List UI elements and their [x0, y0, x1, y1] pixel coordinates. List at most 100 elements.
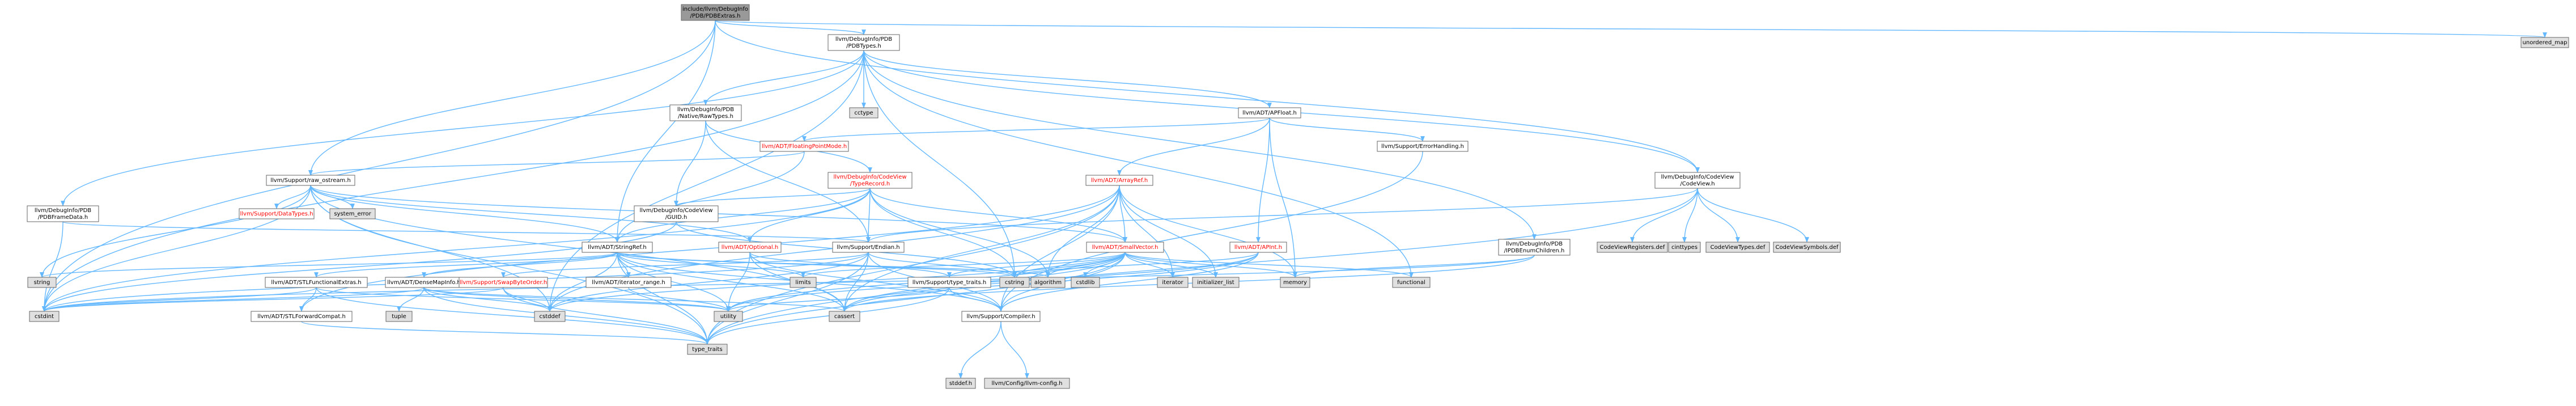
node-box [1498, 239, 1571, 256]
header-node-apint[interactable]: llvm/ADT/APInt.h [1229, 242, 1287, 253]
node-box [829, 311, 860, 322]
node-label: stddef.h [949, 380, 972, 387]
node-box [984, 378, 1070, 389]
node-label: cctype [854, 110, 873, 116]
header-node-pdbenumchildren[interactable]: llvm/DebugInfo/PDB/IPDBEnumChildren.h [1498, 239, 1571, 256]
include-edge [1269, 117, 1297, 278]
include-edge [863, 50, 1537, 240]
header-node-cstdint: cstdint [29, 311, 60, 322]
node-label: /IPDBEnumChildren.h [1504, 248, 1565, 254]
node-label: llvm/DebugInfo/PDB [835, 36, 892, 43]
node-label: utility [720, 314, 737, 320]
header-node-typetraits-h[interactable]: llvm/Support/type_traits.h [907, 277, 991, 288]
include-edge [299, 185, 1120, 312]
node-label: llvm/ADT/SmallVector.h [1092, 244, 1158, 251]
include-edge [310, 185, 355, 209]
include-edge [705, 188, 1698, 345]
include-edge [1124, 252, 1297, 278]
node-label: cstdint [35, 314, 54, 320]
node-label: llvm/DebugInfo/PDB [1506, 241, 1563, 247]
include-edge [62, 221, 871, 243]
node-box [2520, 37, 2569, 48]
header-node-apfloat[interactable]: llvm/ADT/APFloat.h [1238, 107, 1301, 119]
node-label: llvm/ADT/APInt.h [1234, 244, 1282, 251]
include-edge [615, 20, 716, 243]
header-node-pdbtypes[interactable]: llvm/DebugInfo/PDB/PDBTypes.h [827, 34, 900, 51]
node-label: unordered_map [2523, 40, 2567, 46]
node-label: /PDB/PDBExtras.h [690, 13, 740, 19]
header-node-smallvector[interactable]: llvm/ADT/SmallVector.h [1086, 242, 1164, 253]
include-edge [397, 287, 425, 312]
node-label: memory [1283, 280, 1307, 286]
dependency-edges [40, 20, 2546, 379]
node-box [849, 107, 879, 119]
node-label: string [34, 280, 50, 286]
node-label: /PDBTypes.h [846, 43, 881, 49]
include-edge [801, 252, 1126, 278]
node-box [1030, 277, 1066, 288]
include-edge [726, 287, 950, 312]
header-node-errorhandling[interactable]: llvm/Support/ErrorHandling.h [1377, 141, 1469, 152]
header-node-cctype: cctype [849, 107, 879, 119]
node-label: llvm/ADT/iterator_range.h [592, 280, 665, 286]
node-label: llvm/Support/SwapByteOrder.h [460, 280, 547, 286]
node-label: llvm/Support/DataTypes.h [240, 211, 313, 217]
include-edge [548, 252, 618, 312]
header-node-stlfunctionalextras[interactable]: llvm/ADT/STLFunctionalExtras.h [265, 277, 368, 288]
header-node-tuple: tuple [385, 311, 413, 322]
node-box [1654, 172, 1741, 189]
header-node-datatypes[interactable]: llvm/Support/DataTypes.h [239, 208, 315, 219]
include-edge [615, 151, 805, 243]
include-edge [42, 287, 317, 312]
header-node-floatingpointmode[interactable]: llvm/ADT/FloatingPointMode.h [759, 141, 849, 152]
include-edge [947, 252, 1126, 278]
include-edge [42, 20, 716, 312]
node-box [1597, 242, 1668, 253]
include-edge [869, 188, 1127, 243]
header-node-nativerawtypes[interactable]: llvm/DebugInfo/PDB/Native/RawTypes.h [669, 104, 742, 121]
node-box [832, 242, 905, 253]
header-node-typerecord[interactable]: llvm/DebugInfo/CodeView/TypeRecord.h [827, 172, 913, 189]
node-label: CodeViewRegisters.def [1600, 244, 1665, 251]
include-edge [1293, 255, 1535, 278]
header-node-codeview[interactable]: llvm/DebugInfo/CodeView/CodeView.h [1654, 172, 1741, 189]
header-node-endian[interactable]: llvm/Support/Endian.h [832, 242, 905, 253]
include-edge [999, 185, 1120, 312]
node-label: iterator [1162, 280, 1183, 286]
header-node-optional[interactable]: llvm/ADT/Optional.h [718, 242, 782, 253]
header-node-rawostream[interactable]: llvm/Support/raw_ostream.h [266, 175, 355, 186]
node-label: type_traits [692, 346, 722, 353]
include-edge [1124, 252, 1218, 278]
include-edge [548, 50, 864, 312]
header-node-root[interactable]: include/llvm/DebugInfo/PDB/PDBExtras.h [681, 4, 750, 21]
header-node-pdbframedata[interactable]: llvm/DebugInfo/PDB/PDBFrameData.h [27, 205, 99, 222]
node-box [27, 277, 57, 288]
node-label: initializer_list [1197, 280, 1234, 286]
header-node-limits: limits [790, 277, 817, 288]
header-node-iteratorrange[interactable]: llvm/ADT/iterator_range.h [585, 277, 672, 288]
node-box [585, 277, 672, 288]
header-node-swapbyteorder[interactable]: llvm/Support/SwapByteOrder.h [459, 277, 548, 288]
include-edge [1697, 188, 1740, 243]
include-edge [42, 255, 1535, 312]
node-label: llvm/ADT/StringRef.h [588, 244, 646, 251]
node-label: algorithm [1034, 280, 1062, 286]
header-node-stringref[interactable]: llvm/ADT/StringRef.h [582, 242, 653, 253]
node-box [582, 242, 653, 253]
header-node-stlforwardcompat[interactable]: llvm/ADT/STLForwardCompat.h [251, 311, 353, 322]
header-node-densemapinfo[interactable]: llvm/ADT/DenseMapInfo.h [385, 277, 463, 288]
node-label: llvm/DebugInfo/CodeView [1661, 174, 1734, 180]
header-node-arrayref[interactable]: llvm/ADT/ArrayRef.h [1085, 175, 1153, 186]
include-edge [316, 287, 710, 345]
header-node-guid[interactable]: llvm/DebugInfo/CodeView/GUID.h [634, 205, 719, 222]
node-box [1773, 242, 1841, 253]
node-box [1157, 277, 1189, 288]
include-edge [863, 50, 1017, 278]
node-label: limits [795, 280, 810, 286]
include-edge [866, 188, 871, 243]
include-edge [999, 252, 1259, 312]
node-label: include/llvm/DebugInfo [682, 6, 748, 12]
header-node-string: string [27, 277, 57, 288]
header-node-compiler[interactable]: llvm/Support/Compiler.h [961, 311, 1041, 322]
include-edge [703, 50, 864, 105]
